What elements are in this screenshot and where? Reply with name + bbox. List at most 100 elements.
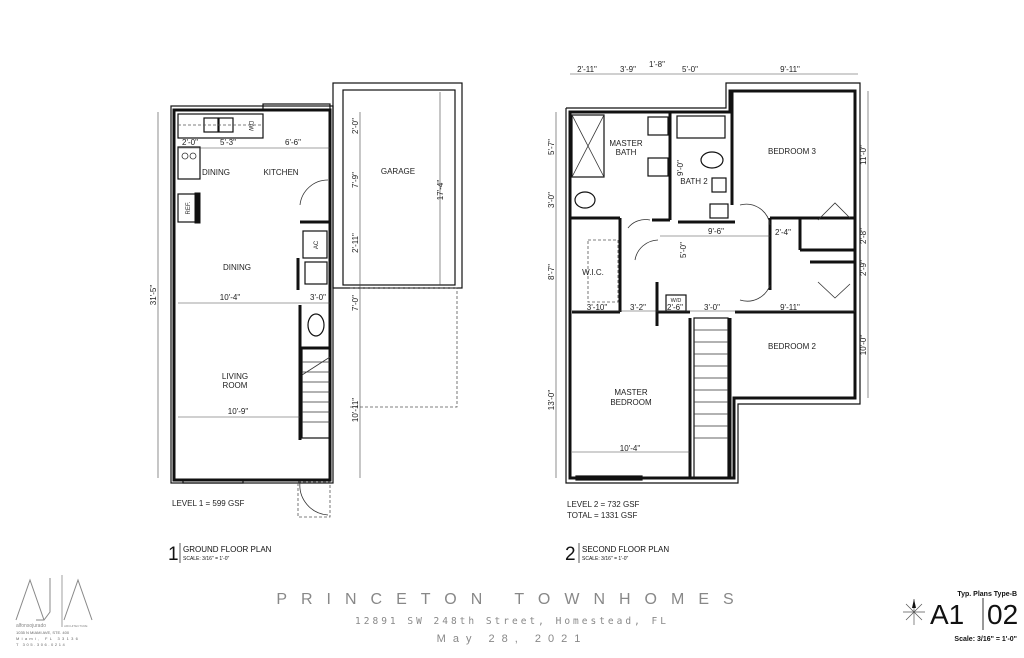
project-date: May 28, 2021 [437, 633, 588, 645]
dimension: 2'-11" [351, 233, 360, 253]
plan-title: SECOND FLOOR PLAN [582, 545, 669, 554]
dimension: 9'-11" [780, 65, 800, 74]
dimension: 10'-9" [228, 407, 249, 416]
firm-logo: alfonsojurado ARCHITECTURE 1035 N MIAMI … [15, 575, 93, 647]
sheet-info: Typ. Plans Type-B A1 02 Scale: 3/16" = 1… [903, 591, 1018, 643]
sink-icon [647, 116, 669, 136]
closet-door-icon [817, 202, 851, 221]
door-swing [739, 203, 771, 226]
dimension: 2'-4" [775, 228, 791, 237]
dimension: 2'-0" [182, 138, 198, 147]
ac-label: AC [314, 240, 320, 249]
firm-address: 1035 N MIAMI AVE, STE. 400 [16, 630, 70, 635]
dw-label: DW [247, 121, 253, 131]
ref-label: REF. [186, 201, 192, 214]
wic-shelving [587, 239, 619, 303]
kitchen-counter [177, 113, 264, 139]
garage-interior [342, 89, 456, 286]
dimension: 9'-6" [708, 227, 724, 236]
sheet-prefix: A1 [930, 599, 964, 630]
dimension: 7'-9" [351, 172, 360, 188]
room-label-wic: W.I.C. [582, 268, 604, 277]
plan-number: 2 [565, 544, 576, 565]
room-label-wd: W/D [671, 298, 682, 304]
dimension: 31'-5" [149, 285, 158, 306]
dimension: 3'-2" [630, 303, 646, 312]
project-address: 12891 SW 248th Street, Homestead, FL [355, 616, 669, 627]
room-label-living: LIVING [222, 372, 248, 381]
dimension: 5'-0" [682, 65, 698, 74]
dimension: 10'-0" [859, 335, 868, 356]
ground-floor-plan: DINING KITCHEN GARAGE DINING LIVING ROOM… [149, 82, 463, 565]
dimension: 3'-0" [704, 303, 720, 312]
firm-city: Miami, FL 33136 [16, 636, 80, 641]
north-arrow-icon [903, 599, 925, 625]
room-label-garage: GARAGE [381, 167, 415, 176]
entry-stoop [297, 481, 331, 518]
linen-closet-icon [709, 203, 729, 219]
room-label-bath-2: BATH 2 [680, 177, 708, 186]
bathtub-icon [676, 115, 726, 139]
ac-closet [302, 230, 328, 259]
dimension: 3'-0" [310, 293, 326, 302]
door-swing [627, 219, 651, 229]
dimension: 3'-9" [620, 65, 636, 74]
kitchen-window [262, 103, 331, 111]
shower-icon [571, 114, 605, 178]
toilet-icon [700, 151, 724, 169]
door-swing [739, 284, 771, 302]
plan-scale: SCALE: 3/16" = 1'-0" [183, 556, 230, 562]
room-label-bedroom-3: BEDROOM 3 [768, 147, 817, 156]
dimension: 8'-7" [547, 264, 556, 280]
dimension: 10'-4" [220, 293, 241, 302]
room-label-master-bedroom: MASTER [614, 388, 648, 397]
dimension: 3'-10" [587, 303, 608, 312]
dimension: 10'-11" [351, 398, 360, 422]
plan-title: GROUND FLOOR PLAN [183, 545, 272, 554]
dimension: 6'-6" [285, 138, 301, 147]
firm-phone: T 305.306.0214 [16, 642, 66, 647]
ground-exterior-wall-outer [170, 105, 334, 484]
stairs [301, 347, 331, 439]
second-exterior-wall [568, 89, 857, 480]
utility-sink-icon [304, 261, 328, 285]
front-window [182, 479, 244, 484]
dimension: 17'-4" [436, 180, 445, 201]
project-title: PRINCETON TOWNHOMES [276, 591, 747, 608]
plan-scale: SCALE: 3/16" = 1'-0" [582, 556, 629, 562]
dimension: 5'-7" [547, 139, 556, 155]
door-swing [299, 179, 329, 206]
dimension: 2'-11" [577, 65, 597, 74]
entry-door-swing [299, 481, 329, 516]
toilet-icon [574, 191, 596, 209]
dimension: 2'-6" [667, 303, 683, 312]
dimension: 11'-0" [859, 145, 868, 165]
dimension: 2'-0" [351, 118, 360, 134]
sheet-scale: Scale: 3/16" = 1'-0" [954, 636, 1017, 643]
dimension: 10'-4" [620, 444, 641, 453]
dimension: 13'-0" [547, 390, 556, 411]
stairs [693, 317, 729, 479]
sheet-label: Typ. Plans Type-B [957, 591, 1017, 598]
level-1-area: LEVEL 1 = 599 GSF [172, 499, 245, 508]
room-label-kitchen: KITCHEN [263, 168, 298, 177]
dimension: 1'-8" [649, 60, 665, 69]
dimension: 3'-0" [547, 192, 556, 208]
closet-door-icon [817, 281, 851, 299]
rear-window [575, 475, 643, 481]
dimension: 5'-0" [679, 242, 688, 258]
door-swing [634, 239, 659, 261]
room-label-master-bath: MASTER [609, 139, 643, 148]
room-label-dining: DINING [223, 263, 251, 272]
dimension: 2'-9" [859, 260, 868, 276]
dimension: 9'-0" [676, 160, 685, 176]
room-label-master-bedroom: BEDROOM [610, 398, 652, 407]
plan-number: 1 [168, 544, 179, 565]
toilet-icon [307, 313, 325, 337]
sink-icon [711, 177, 727, 193]
second-floor-plan: MASTER BATH BATH 2 BEDROOM 3 W.I.C. W/D … [547, 60, 869, 565]
room-label-living: ROOM [223, 381, 248, 390]
firm-tag: ARCHITECTURE [64, 624, 88, 628]
total-area: TOTAL = 1331 GSF [567, 511, 637, 520]
